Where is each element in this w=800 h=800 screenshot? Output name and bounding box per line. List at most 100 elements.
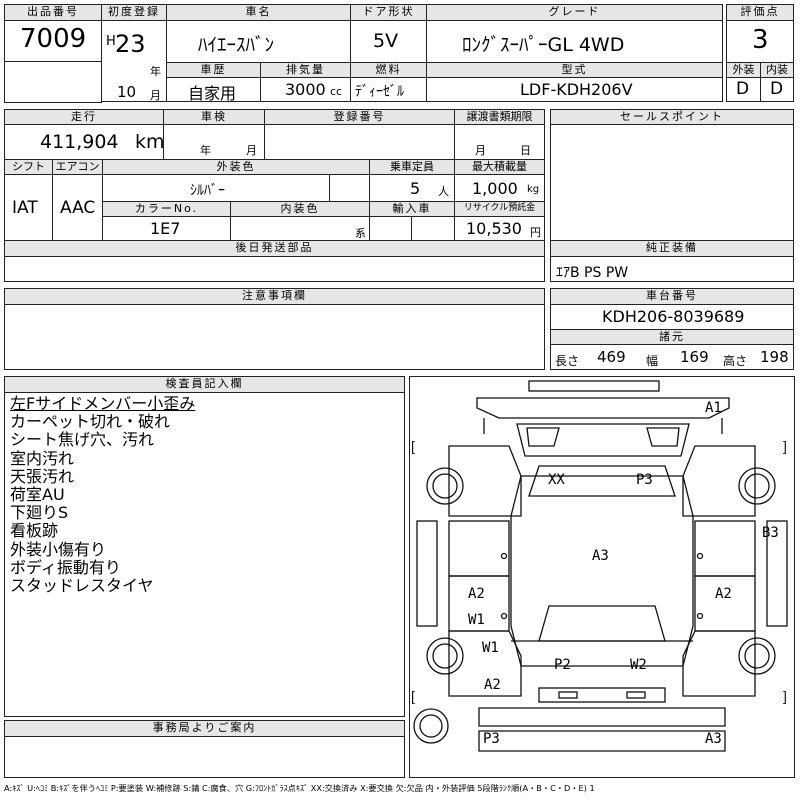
svg-text:[: [ [411,438,415,454]
damage-label: A2 [484,677,501,693]
door-header: ドア形状 [350,4,427,21]
ext-color: ｼﾙﾊﾞｰ [190,183,225,199]
inspector-notes: 左Fサイドメンバー小歪み カーペット切れ・破れ シート焦げ穴、汚れ 室内汚れ 天… [10,394,196,595]
damage-label: A2 [468,586,485,602]
model-code: LDF-KDH206V [520,80,633,99]
history: 自家用 [188,84,237,103]
office-box [4,736,405,778]
right-rear-door [694,575,756,632]
model-cell [426,77,723,102]
month-unit: 月 [150,89,161,102]
sales-points-header: セールスポイント [550,109,794,125]
svg-text:[: [ [411,688,415,704]
displacement-unit: cc [330,85,343,98]
car-diagram-box [409,376,795,778]
history-header: 車歴 [166,62,261,78]
roof-front [476,397,730,419]
door-type: 5V [373,30,399,52]
car-name-header: 車名 [166,4,351,21]
damage-label: W2 [630,657,647,673]
ext-color-header: 外装色 [102,159,370,175]
tailgate [478,730,726,752]
displacement-header: 排気量 [260,62,351,78]
max-load-unit: kg [527,184,540,195]
grade-header: グレード [426,4,723,21]
shift: IAT [12,198,38,218]
later-parts-header: 後日発送部品 [4,240,545,257]
aircon: AAC [60,198,96,218]
damage-label: W1 [468,612,485,628]
mileage: 411,904 [40,131,119,153]
height: 198 [760,348,789,366]
fuel-header: 燃料 [350,62,427,78]
note-line: 下廻りS [10,503,69,523]
ext-score: D [736,79,750,99]
sales-points-box [550,124,794,241]
note-line: 天張汚れ [10,466,75,486]
shift-header: シフト [4,159,53,175]
capacity: 5 [410,179,421,198]
chassis-header: 車台番号 [550,288,794,305]
damage-label: A1 [705,400,722,416]
insp-month-unit: 月 [246,144,257,157]
specs-header: 諸元 [550,329,794,345]
interior-cell [760,77,794,102]
inspection-header: 車検 [163,109,265,125]
inspector-header: 検査員記入欄 [4,376,405,393]
equipment-header: 純正装備 [550,240,794,257]
transfer-header: 譲渡書類期限 [454,109,545,125]
mileage-header: 走行 [4,109,164,125]
interior-header: 内装 [760,62,794,78]
equipment: ｴｱB PS PW [556,265,629,281]
caution-header: 注意事項欄 [4,288,545,305]
plate-cell [264,124,455,160]
capacity-unit: 人 [438,185,449,198]
rear-left-wheel [426,637,464,675]
import-header: 輸入車 [369,201,455,217]
width: 169 [680,348,709,366]
import-cell [369,216,412,241]
year-unit: 年 [150,65,161,78]
recycle-header: リサイクル預託金 [454,201,545,217]
aircon-header: エアコン [52,159,103,175]
lot-no-header: 出品番号 [4,4,102,21]
svg-text:]: ] [783,688,787,704]
int-color-header: 内装色 [230,201,370,217]
svg-text:]: ] [783,438,787,454]
transfer-month: 月 [475,144,486,157]
note-line: 荷室AU [10,485,65,505]
front-bumper [528,380,660,392]
spare-tire [413,708,449,744]
damage-label: P2 [554,657,571,673]
exterior-header: 外装 [726,62,761,78]
recycle-unit: 円 [530,226,541,239]
office-header: 事務局よりご案内 [4,720,405,737]
fuel: ﾃﾞｨｰｾﾞﾙ [355,84,404,100]
rear-right-wheel [738,637,776,675]
front-right-wheel [738,467,776,505]
capacity-header: 乗車定員 [369,159,455,175]
import-cell-2 [411,216,455,241]
damage-label: A2 [715,586,732,602]
later-parts-box [4,256,545,282]
equipment-box [550,256,794,282]
transfer-day: 日 [520,144,531,157]
chassis-no: KDH206-8039689 [602,307,745,326]
car-diagram: [] [] [411,380,788,752]
damage-label: P3 [483,731,500,747]
rear-floor [478,707,726,727]
legend: A:ｷｽﾞ U:ﾍｺﾐ B:ｷｽﾞを伴うﾍｺﾐ P:要塗装 W:補修跡 S:錆 … [4,783,595,793]
color-no: 1E7 [150,219,181,238]
transfer-cell [454,124,545,160]
note-line: 室内汚れ [10,448,75,468]
displacement: 3000 [285,80,326,99]
lot-no: 7009 [20,24,87,54]
plate-header: 登録番号 [264,109,455,125]
note-line: 左Fサイドメンバー小歪み [10,394,196,413]
windshield [516,423,690,457]
note-line: カーペット切れ・破れ [10,412,171,432]
damage-label: A3 [592,548,609,564]
caution-box [4,304,545,370]
max-load: 1,000 [472,179,518,198]
car-name: ﾊｲｴｰｽﾊﾞﾝ [198,34,275,56]
